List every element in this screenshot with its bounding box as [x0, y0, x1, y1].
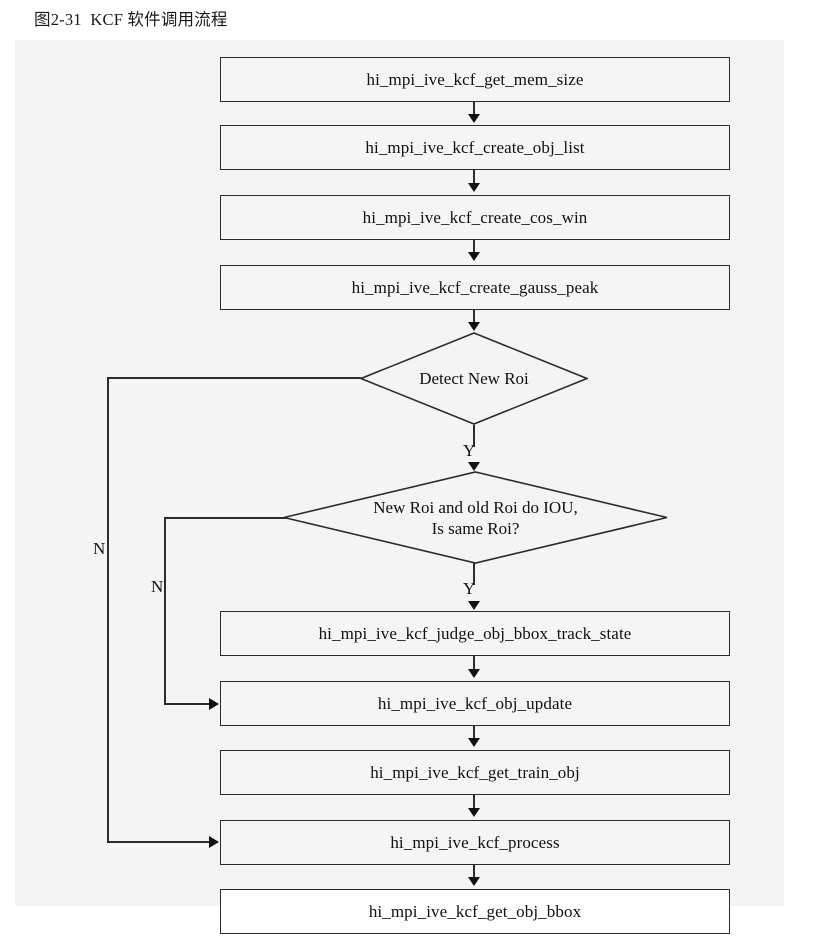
branch-label-yes-2: Y [463, 579, 476, 598]
decision-new-roi-iou[interactable]: New Roi and old Roi do IOU, Is same Roi? [283, 471, 668, 564]
edge-d2-no-horizontal-bottom [164, 703, 211, 705]
edge-d1-no-horizontal-top [107, 377, 361, 379]
node-get-mem-size[interactable]: hi_mpi_ive_kcf_get_mem_size [220, 57, 730, 102]
diamond-shape-icon [283, 471, 668, 564]
node-label: hi_mpi_ive_kcf_create_gauss_peak [351, 277, 599, 297]
edge-n1-n2-arrow [468, 114, 480, 123]
node-create-obj-list[interactable]: hi_mpi_ive_kcf_create_obj_list [220, 125, 730, 170]
edge-n2-n3-arrow [468, 183, 480, 192]
node-label: hi_mpi_ive_kcf_get_obj_bbox [368, 901, 582, 921]
edge-n4-d1-line [473, 310, 475, 324]
edge-n5-n6-line [473, 656, 475, 670]
edge-n6-n7-arrow [468, 738, 480, 747]
edge-n3-n4-line [473, 240, 475, 254]
edge-d2-no-vertical [164, 517, 166, 704]
node-create-cos-win[interactable]: hi_mpi_ive_kcf_create_cos_win [220, 195, 730, 240]
node-kcf-process[interactable]: hi_mpi_ive_kcf_process [220, 820, 730, 865]
node-label: hi_mpi_ive_kcf_create_obj_list [365, 137, 585, 157]
node-get-train-obj[interactable]: hi_mpi_ive_kcf_get_train_obj [220, 750, 730, 795]
edge-d1-no-vertical [107, 377, 109, 842]
node-label: hi_mpi_ive_kcf_get_train_obj [370, 762, 580, 782]
edge-n8-n9-arrow [468, 877, 480, 886]
edge-d1-no-arrow [209, 836, 219, 848]
edge-n7-n8-arrow [468, 808, 480, 817]
node-label: hi_mpi_ive_kcf_obj_update [377, 693, 573, 713]
node-create-gauss-peak[interactable]: hi_mpi_ive_kcf_create_gauss_peak [220, 265, 730, 310]
edge-d2-no-arrow [209, 698, 219, 710]
edge-d2-no-horizontal-top [164, 517, 286, 519]
edge-d2-n5-arrow [468, 601, 480, 610]
edge-n3-n4-arrow [468, 252, 480, 261]
edge-d1-no-horizontal-bottom [107, 841, 211, 843]
edge-d2-n5-line [473, 563, 475, 585]
decision-detect-new-roi[interactable]: Detect New Roi [360, 332, 588, 425]
diamond-shape-icon [360, 332, 588, 425]
edge-n1-n2-line [473, 102, 475, 116]
edge-n8-n9-line [473, 865, 475, 879]
edge-n4-d1-arrow [468, 322, 480, 331]
branch-label-no-2: N [151, 577, 164, 596]
node-label: hi_mpi_ive_kcf_get_mem_size [366, 69, 584, 89]
edge-n2-n3-line [473, 170, 475, 184]
branch-label-no-1: N [93, 539, 106, 558]
edge-n7-n8-line [473, 795, 475, 809]
node-get-obj-bbox[interactable]: hi_mpi_ive_kcf_get_obj_bbox [220, 889, 730, 934]
node-label: hi_mpi_ive_kcf_judge_obj_bbox_track_stat… [318, 623, 632, 643]
edge-d1-d2-arrow [468, 462, 480, 471]
node-judge-obj-bbox-track-state[interactable]: hi_mpi_ive_kcf_judge_obj_bbox_track_stat… [220, 611, 730, 656]
edge-n6-n7-line [473, 726, 475, 740]
node-label: hi_mpi_ive_kcf_process [390, 832, 560, 852]
branch-label-yes-1: Y [463, 441, 476, 460]
figure-caption: 图2-31 KCF 软件调用流程 [34, 10, 228, 29]
node-obj-update[interactable]: hi_mpi_ive_kcf_obj_update [220, 681, 730, 726]
node-label: hi_mpi_ive_kcf_create_cos_win [362, 207, 588, 227]
edge-d1-d2-line [473, 425, 475, 447]
edge-n5-n6-arrow [468, 669, 480, 678]
